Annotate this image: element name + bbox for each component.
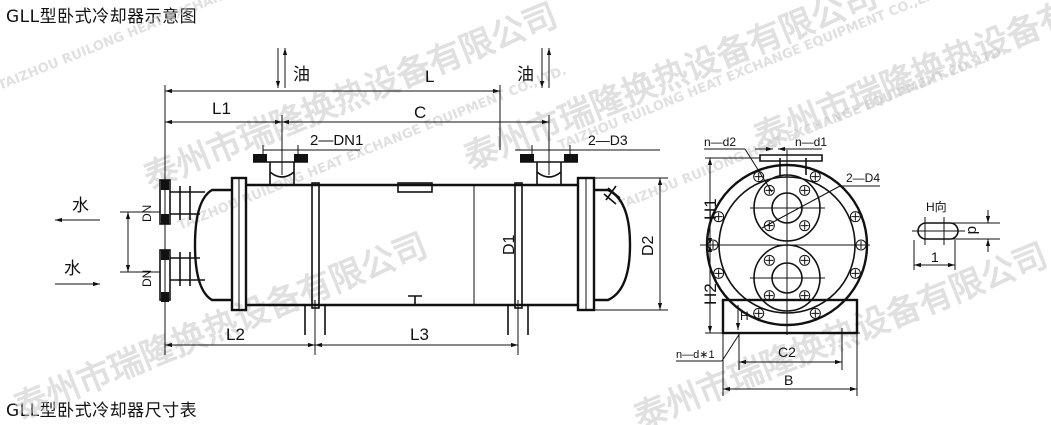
bolt-hole [799,220,811,232]
bolt-hole [849,267,861,279]
oil-nozzle-right [520,154,578,185]
bolt-hole [763,254,775,266]
label-L1: L1 [212,99,231,118]
end-view: H1 H2 n—d2 n—d1 2—D4 H n—d∗1 C2 B [676,135,880,396]
diagram-title: GLL型卧式冷却器示意图 [6,7,198,27]
right-head [594,188,632,302]
label-D1: D1 [501,234,518,255]
label-DN-top: DN [140,205,154,222]
water-nozzle-top [159,179,205,225]
label-2-D4: 2—D4 [846,171,880,185]
slot-detail-view: H向 d 1 [912,199,1000,270]
label-H-direction: H向 [926,199,947,214]
label-n-d1-slot: n—d∗1 [676,349,715,361]
label-C2: C2 [778,344,796,360]
label-C: C [414,103,426,122]
label-water-in: 水 [64,259,81,278]
bolt-hole [753,307,765,319]
label-L2: L2 [226,325,245,344]
water-nozzle-bottom [159,249,205,302]
label-oil-right: 油 [517,65,534,84]
label-B: B [784,372,793,388]
table-title: GLL型卧式冷却器尺寸表 [6,401,198,421]
label-water-out: 水 [72,196,89,215]
bolt-hole [763,220,775,232]
left-head [193,188,232,302]
label-2-D3: 2—D3 [588,132,628,148]
side-view: L L1 C 2—DN1 2—D3 油 油 [55,48,668,355]
bolt-hole [809,171,821,183]
bolt-hole [713,267,725,279]
label-H2: H2 [701,283,720,305]
label-d: d [964,226,981,234]
bolt-hole [809,307,821,319]
label-1: 1 [931,249,939,265]
label-L: L [425,67,434,86]
label-D2: D2 [640,235,657,256]
svg-text:TAIZHOU RUILONG HEAT EXCHANGE: TAIZHOU RUILONG HEAT EXCHANGE EQUIPMENT … [0,0,389,94]
label-H1: H1 [701,198,720,220]
bolt-hole [849,211,861,223]
vent-plug [603,185,621,205]
label-n-d1: n—d1 [795,135,827,149]
bolt-hole [713,211,725,223]
svg-text:泰州市瑞隆换热设备有限公司: 泰州市瑞隆换热设备有限公司 [628,236,1051,425]
svg-text:泰州市瑞隆换热设备有限公司: 泰州市瑞隆换热设备有限公司 [8,226,433,425]
label-oil-left: 油 [293,65,310,84]
label-n-d2: n—d2 [704,135,736,149]
nameplate [397,182,433,193]
label-DN-bottom: DN [140,270,154,287]
label-H: H [740,309,749,323]
bolt-hole [763,184,775,196]
label-L3: L3 [410,325,429,344]
drain [408,295,422,305]
bolt-hole [799,254,811,266]
bolt-hole [799,184,811,196]
label-2-DN1: 2—DN1 [310,132,363,149]
oil-nozzle-left [253,154,308,185]
